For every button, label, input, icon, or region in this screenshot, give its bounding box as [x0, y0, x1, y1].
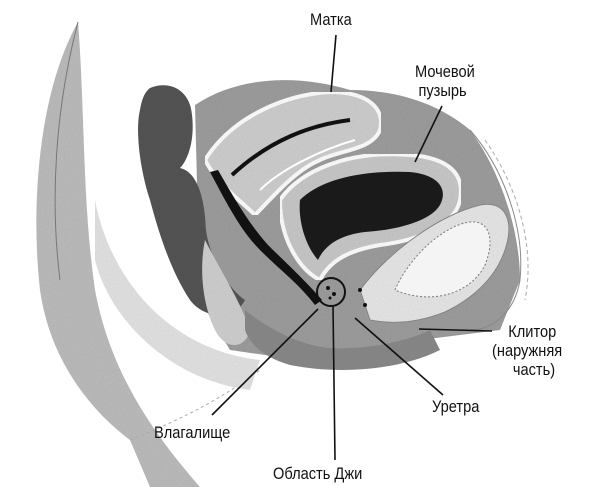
perineum	[245, 310, 440, 370]
label-clitoris-line3: часть)	[512, 360, 556, 379]
pubic-region	[359, 129, 529, 331]
body-contour	[36, 21, 261, 487]
label-urethra: Уретра	[432, 397, 480, 416]
vaginal-canal	[210, 170, 322, 305]
g-spot-marker	[316, 277, 367, 307]
leader-urethra	[354, 317, 444, 396]
leader-clitoris	[418, 328, 493, 332]
leader-lines	[211, 34, 493, 461]
label-uterus: Матка	[310, 10, 352, 29]
rectum	[138, 85, 250, 345]
label-g-spot: Область Джи	[273, 464, 363, 483]
label-bladder: Мочевой пузырь	[415, 62, 475, 100]
label-bladder-line2: пузырь	[418, 81, 467, 100]
label-clitoris-line1: Клитор	[508, 322, 557, 341]
label-vagina: Влагалище	[154, 423, 231, 442]
label-clitoris: Клитор (наружняя часть)	[492, 322, 562, 379]
leader-g-spot	[332, 305, 336, 461]
label-bladder-line1: Мочевой	[415, 62, 475, 81]
label-clitoris-line2: (наружняя	[492, 341, 563, 360]
leader-vagina	[211, 308, 319, 416]
uterus	[202, 89, 383, 218]
leader-uterus	[330, 34, 337, 93]
leader-bladder	[414, 105, 443, 163]
